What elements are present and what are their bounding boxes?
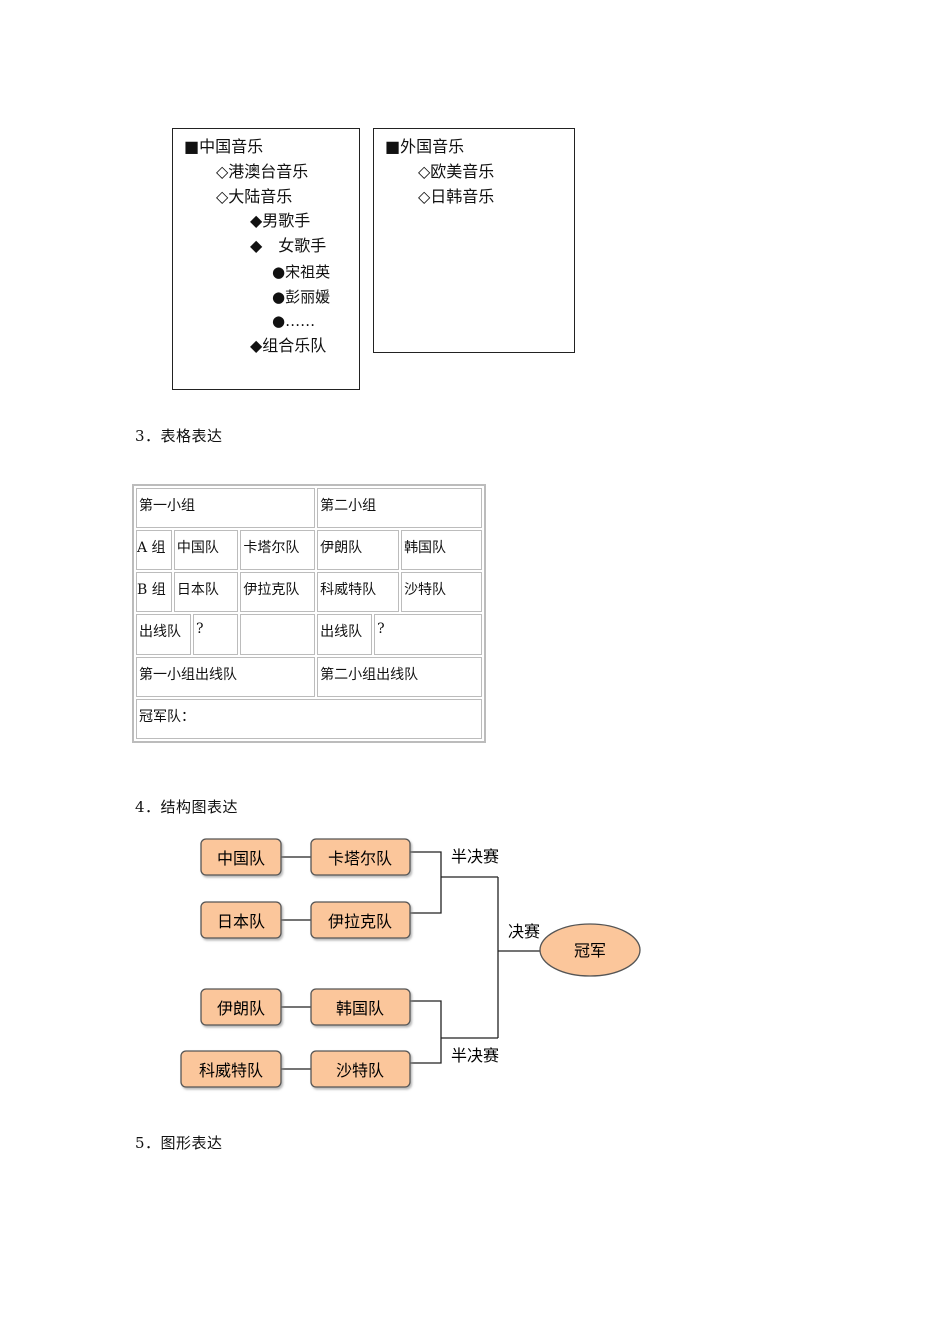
team-label-japan: 日本队 (217, 912, 265, 931)
advance-empty-cell (240, 614, 316, 655)
advance-right-cell: 出线队 ? (317, 614, 482, 655)
semifinal-label-bottom: 半决赛 (451, 1046, 499, 1065)
champion-oval: 冠军 (539, 923, 641, 977)
team-label-qatar: 卡塔尔队 (328, 849, 392, 868)
team-label-iran: 伊朗队 (217, 999, 265, 1018)
team-label-china: 中国队 (217, 849, 265, 868)
section-5-title: 5．图形表达 (135, 1134, 223, 1152)
table-cell: 韩国队 (401, 530, 482, 571)
group2-advance: 第二小组出线队 (317, 656, 482, 697)
semifinal-label-top: 半决赛 (451, 847, 499, 866)
team-box-japan: 日本队 (200, 901, 282, 939)
tree-item-bands: ◆组合乐队 (250, 336, 327, 355)
tree-item-male-singer: ◆男歌手 (250, 211, 311, 230)
team-box-saudi: 沙特队 (310, 1050, 411, 1088)
team-box-china: 中国队 (200, 838, 282, 876)
team-box-kuwait: 科威特队 (180, 1050, 282, 1088)
tree-item-mainland: ◇大陆音乐 (216, 187, 293, 206)
tree-item-song-zuying: ●宋祖英 (272, 263, 331, 281)
table-cell: 中国队 (173, 530, 239, 571)
bracket-lines (281, 851, 541, 1070)
foreign-music-box (373, 128, 575, 353)
table-cell: 日本队 (173, 572, 239, 613)
table-cell: 卡塔尔队 (240, 530, 316, 571)
group2-header: 第二小组 (317, 488, 482, 529)
advance-label-1: 出线队 (136, 614, 191, 655)
table-cell: 伊拉克队 (240, 572, 316, 613)
advance-question-2: ? (374, 614, 482, 655)
advance-label-2: 出线队 (317, 614, 373, 655)
team-label-iraq: 伊拉克队 (328, 912, 392, 931)
row-b-label: B 组 (136, 572, 172, 613)
row-a-label: A 组 (136, 530, 172, 571)
team-label-saudi: 沙特队 (336, 1061, 384, 1080)
advance-question-1: ? (193, 614, 239, 655)
table-cell: 伊朗队 (317, 530, 400, 571)
tree-item-western: ◇欧美音乐 (418, 162, 495, 181)
final-label: 决赛 (508, 922, 540, 941)
team-box-iraq: 伊拉克队 (310, 901, 411, 939)
champion-row: 冠军队： (136, 698, 482, 739)
tree-item-foreign-music: ■外国音乐 (385, 137, 465, 156)
section-3-title: 3．表格表达 (135, 427, 223, 445)
champion-label: 冠军 (574, 941, 606, 960)
advance-left-cell: 出线队 ? (136, 614, 239, 655)
tree-item-hk-macau-taiwan: ◇港澳台音乐 (216, 162, 309, 181)
team-box-korea: 韩国队 (310, 988, 411, 1026)
tree-item-jp-kr: ◇日韩音乐 (418, 187, 495, 206)
team-label-korea: 韩国队 (336, 999, 384, 1018)
tree-item-female-singer: ◆ 女歌手 (250, 236, 327, 255)
group-table: 第一小组 第二小组 A 组 中国队 卡塔尔队 伊朗队 韩国队 B 组 日本队 伊… (132, 484, 486, 743)
tree-item-peng-liyuan: ●彭丽媛 (272, 288, 331, 306)
team-label-kuwait: 科威特队 (199, 1061, 263, 1080)
group1-header: 第一小组 (136, 488, 316, 529)
tree-item-more: ●…… (272, 312, 316, 330)
chinese-music-box (172, 128, 360, 390)
section-4-title: 4．结构图表达 (135, 798, 239, 816)
group1-advance: 第一小组出线队 (136, 656, 316, 697)
table-cell: 科威特队 (317, 572, 400, 613)
table-cell: 沙特队 (401, 572, 482, 613)
team-box-qatar: 卡塔尔队 (310, 838, 411, 876)
team-box-iran: 伊朗队 (200, 988, 282, 1026)
tree-item-chinese-music: ■中国音乐 (184, 137, 264, 156)
